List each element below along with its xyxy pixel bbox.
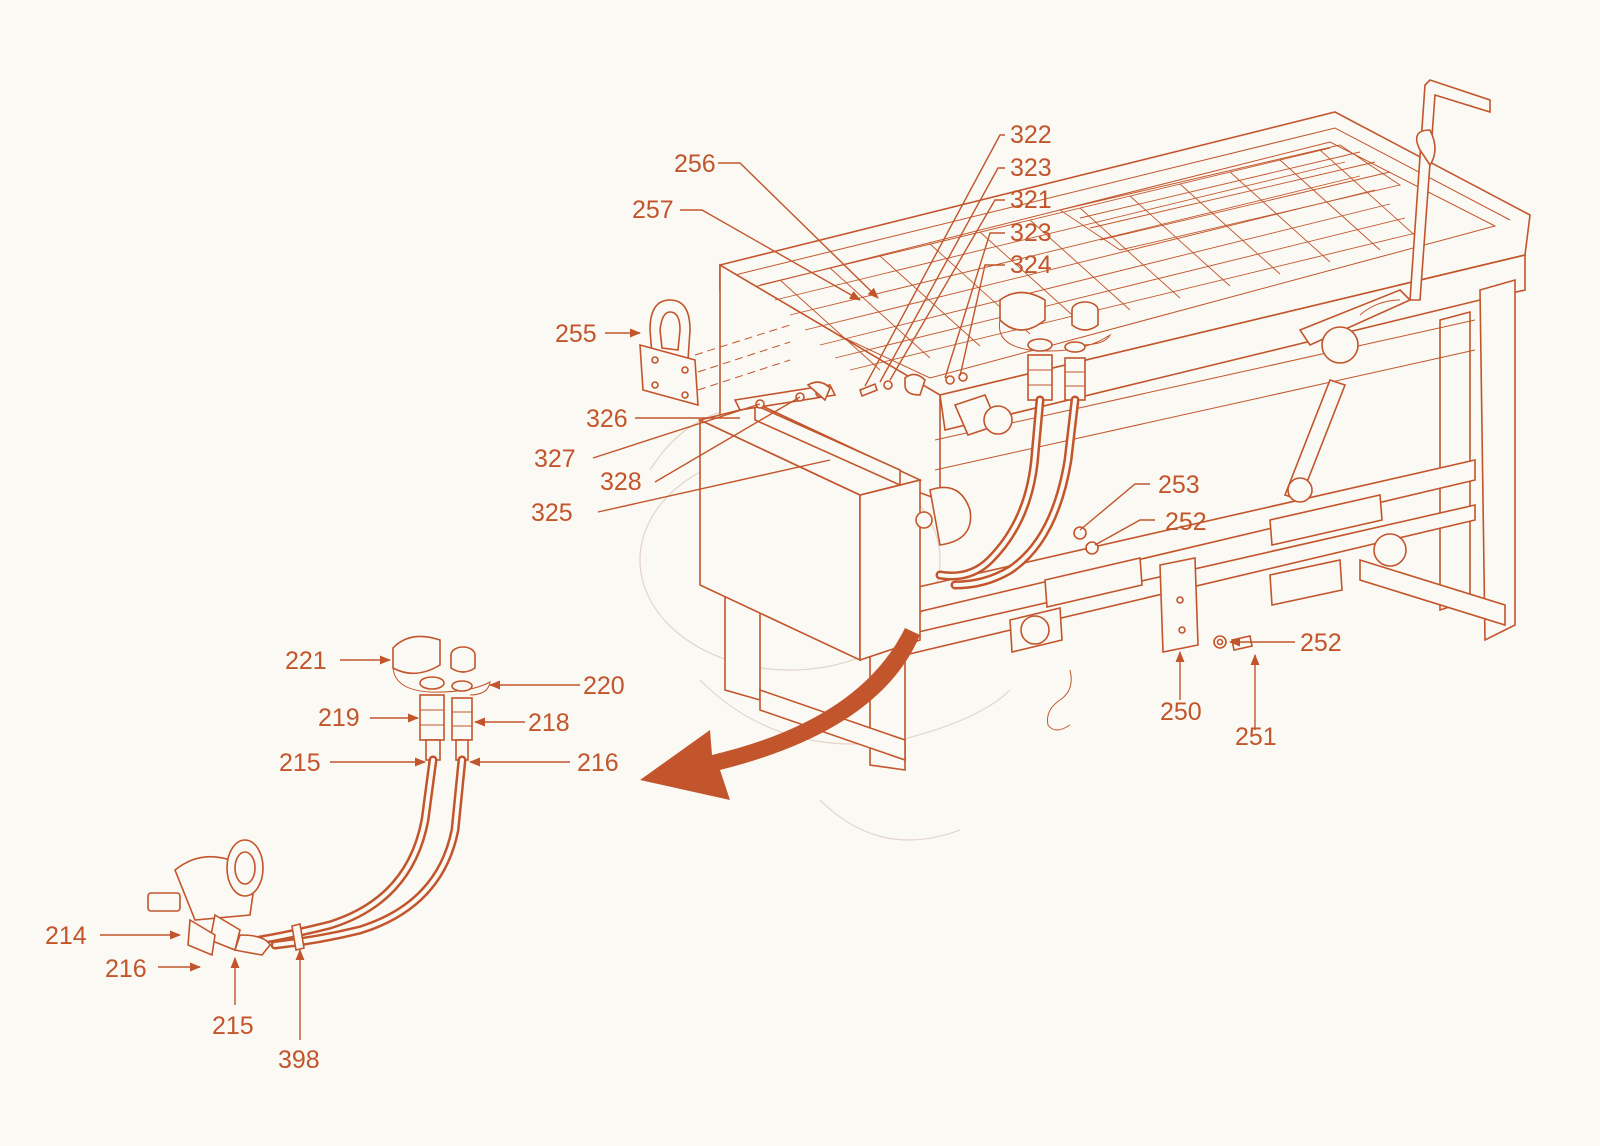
- callout-251: 251: [1235, 723, 1277, 751]
- callout-256: 256: [674, 150, 716, 178]
- callout-215-upper: 215: [279, 749, 321, 777]
- callout-252-lower: 252: [1300, 629, 1342, 657]
- callout-214: 214: [45, 922, 87, 950]
- callout-398: 398: [278, 1046, 320, 1074]
- adjustment-lever: [1283, 79, 1491, 503]
- callout-326: 326: [586, 405, 628, 433]
- callout-220: 220: [583, 672, 625, 700]
- callout-322: 322: [1010, 121, 1052, 149]
- callout-221: 221: [285, 647, 327, 675]
- callout-253: 253: [1158, 471, 1200, 499]
- fastener-set: [859, 372, 1013, 436]
- bearing-assembly: [1009, 494, 1407, 731]
- lifting-eye-255: [639, 299, 791, 407]
- callout-323-top: 323: [1010, 154, 1052, 182]
- callout-327: 327: [534, 445, 576, 473]
- hose-subassembly: [147, 635, 491, 957]
- screen-grid: [759, 144, 1421, 371]
- callout-255: 255: [555, 320, 597, 348]
- detail-arrow: [640, 628, 920, 800]
- callout-250: 250: [1160, 698, 1202, 726]
- leader-lines: [100, 134, 1295, 1040]
- callout-216-upper: 216: [577, 749, 619, 777]
- callout-218: 218: [528, 709, 570, 737]
- callout-323-bottom: 323: [1010, 219, 1052, 247]
- callout-219: 219: [318, 704, 360, 732]
- callout-252-upper: 252: [1165, 508, 1207, 536]
- plate-250: [1073, 526, 1253, 653]
- callout-216-lower: 216: [105, 955, 147, 983]
- callout-215-lower: 215: [212, 1012, 254, 1040]
- callout-328: 328: [600, 468, 642, 496]
- machine-frame: [719, 111, 1531, 771]
- callout-257: 257: [632, 196, 674, 224]
- callout-labels: 256 257 255 322 323 321 323 324 326 327 …: [45, 121, 1342, 1074]
- upper-hoses: [935, 395, 1080, 590]
- callout-325: 325: [531, 499, 573, 527]
- callout-324: 324: [1010, 251, 1052, 279]
- callout-321: 321: [1010, 186, 1052, 214]
